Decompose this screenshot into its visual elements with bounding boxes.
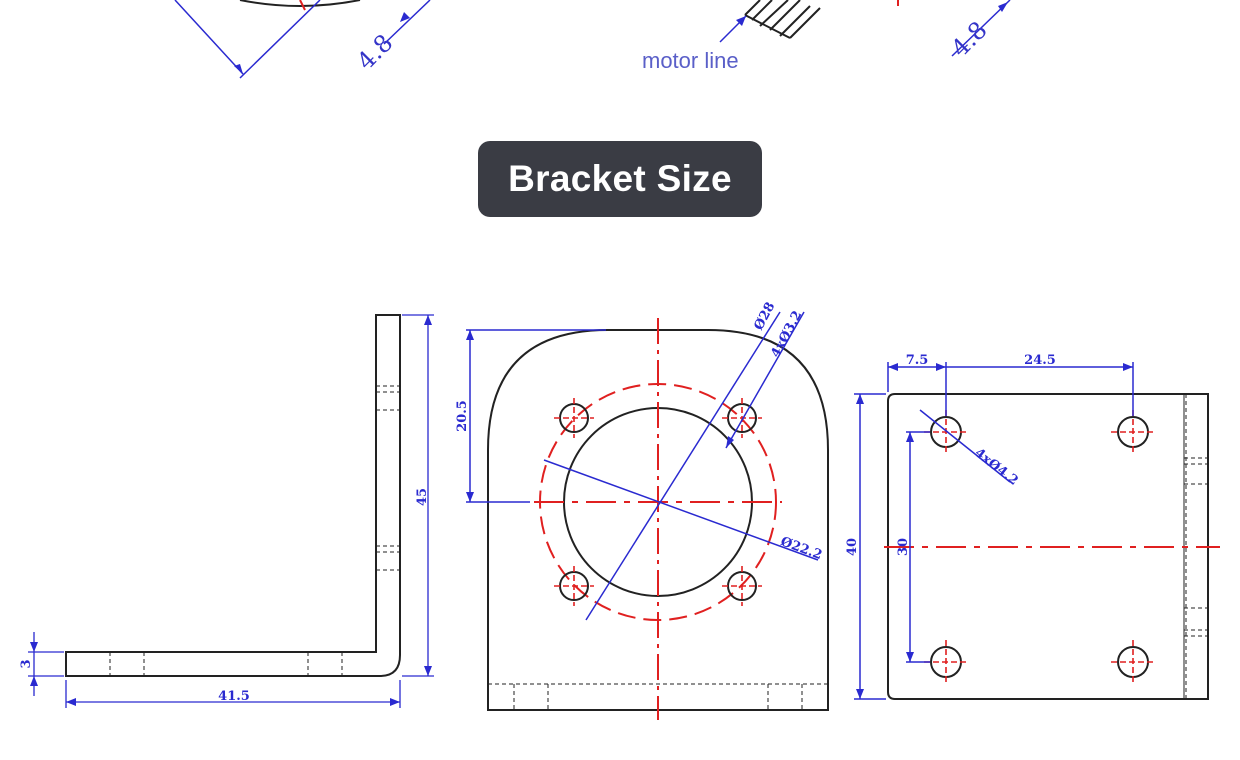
arrow-head [234, 64, 243, 74]
section-title: Bracket Size [508, 158, 732, 199]
dim-edge-offset: 7.5 [906, 353, 929, 368]
center-mark [299, 0, 306, 11]
hidden-lines [513, 684, 803, 710]
top-motor-drawing: 4.8 4.8 [174, 0, 1011, 79]
dim-length: 41.5 [218, 689, 250, 704]
dim-bolt-circle: Ø28 [751, 300, 778, 333]
dim-height: 45 [415, 488, 430, 506]
side-view: 45 41.5 3 [19, 314, 434, 708]
hidden-lines [109, 385, 400, 676]
dimension-lines [854, 362, 1134, 700]
dim-hole-spacing-v: 30 [896, 538, 911, 556]
dimension-lines [466, 311, 819, 621]
dim-hole-spacing-h: 24.5 [1024, 353, 1056, 368]
dim-line [174, 0, 244, 75]
dimension-lines [28, 314, 434, 708]
arrow-heads [466, 330, 734, 502]
arrow-head [736, 16, 746, 26]
hole-centerlines [554, 398, 762, 606]
front-view: 20.5 Ø28 4xØ3.2 Ø22.2 [455, 300, 829, 720]
section-title-badge: Bracket Size [478, 141, 762, 217]
arrow-heads [30, 315, 432, 706]
plate-view: 7.5 24.5 40 30 4xØ4.2 [845, 353, 1220, 700]
dim-plate-height: 40 [845, 538, 860, 556]
dim-thickness: 3 [19, 659, 34, 668]
motor-line-label: motor line [642, 48, 739, 73]
hole-centerlines [924, 410, 1155, 684]
arrow-head [998, 2, 1008, 12]
l-bracket-outline [65, 314, 401, 677]
motor-wire-connector [744, 0, 821, 39]
dim-line [383, 0, 431, 45]
hidden-lines [1184, 394, 1208, 699]
dim-top-offset: 20.5 [455, 400, 470, 432]
dim-line [239, 0, 321, 79]
arrow-head [400, 12, 410, 22]
motor-body-arc [239, 0, 361, 7]
arrow-heads [856, 363, 1133, 699]
